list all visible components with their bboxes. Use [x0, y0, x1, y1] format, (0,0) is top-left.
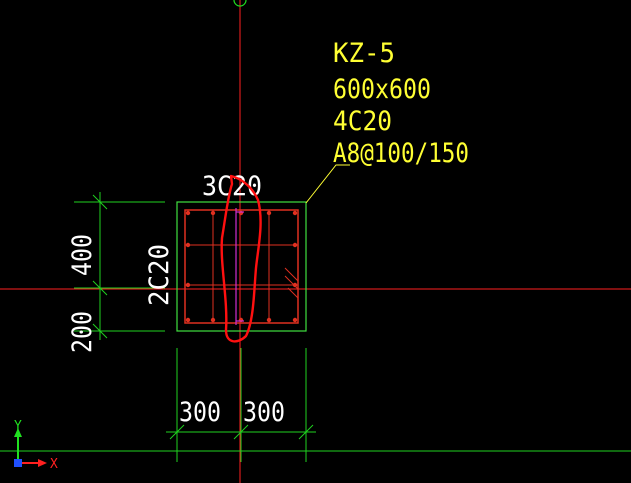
hatch-line [287, 287, 299, 299]
ucs-y-arrow [14, 428, 22, 437]
ucs-icon: Y X [14, 419, 58, 472]
dim-text-300-left: 300 [179, 397, 221, 428]
stirrup-outer [184, 209, 299, 324]
rebar-dots [185, 210, 298, 323]
column-size-label: 600x600 [333, 74, 431, 105]
rebar-dot [185, 282, 191, 288]
axis-bubble [233, 0, 247, 7]
column-section[interactable] [176, 201, 307, 332]
dim-text-200: 200 [67, 311, 98, 353]
dim-tick [92, 280, 108, 296]
column-outline [176, 201, 307, 332]
rebar-dot [266, 210, 272, 216]
rebar-dot [185, 210, 191, 216]
hatch-line [284, 267, 299, 282]
dim-tick [169, 424, 185, 440]
corner-bars-label: 4C20 [333, 106, 392, 137]
stirrup-label: A8@100/150 [333, 138, 469, 169]
ucs-y-label: Y [14, 419, 22, 434]
ucs-x-arrow [38, 459, 47, 467]
dimension-horizontal[interactable] [166, 348, 316, 462]
rebar-dot [185, 317, 191, 323]
rebar-dot [185, 242, 191, 248]
dim-tick [92, 194, 108, 210]
side-bars-label: 2C20 [144, 244, 175, 306]
rebar-dot [210, 317, 216, 323]
dimension-vertical[interactable] [74, 192, 165, 340]
dim-text-400: 400 [67, 234, 98, 276]
leader-line [305, 164, 350, 204]
rebar-dot [292, 317, 298, 323]
rebar-dot [266, 317, 272, 323]
rebar-dot [292, 282, 298, 288]
rebar-dot [210, 210, 216, 216]
dim-tick [92, 323, 108, 339]
dim-text-300-right: 300 [243, 397, 285, 428]
markup-freehand-loop [220, 174, 262, 343]
rebar-dot [292, 210, 298, 216]
dim-tick [298, 424, 314, 440]
dim-tick [233, 424, 249, 440]
ucs-x-label: X [50, 457, 58, 472]
column-name-label: KZ-5 [333, 38, 395, 69]
ucs-origin [14, 459, 22, 467]
rebar-dot [292, 242, 298, 248]
